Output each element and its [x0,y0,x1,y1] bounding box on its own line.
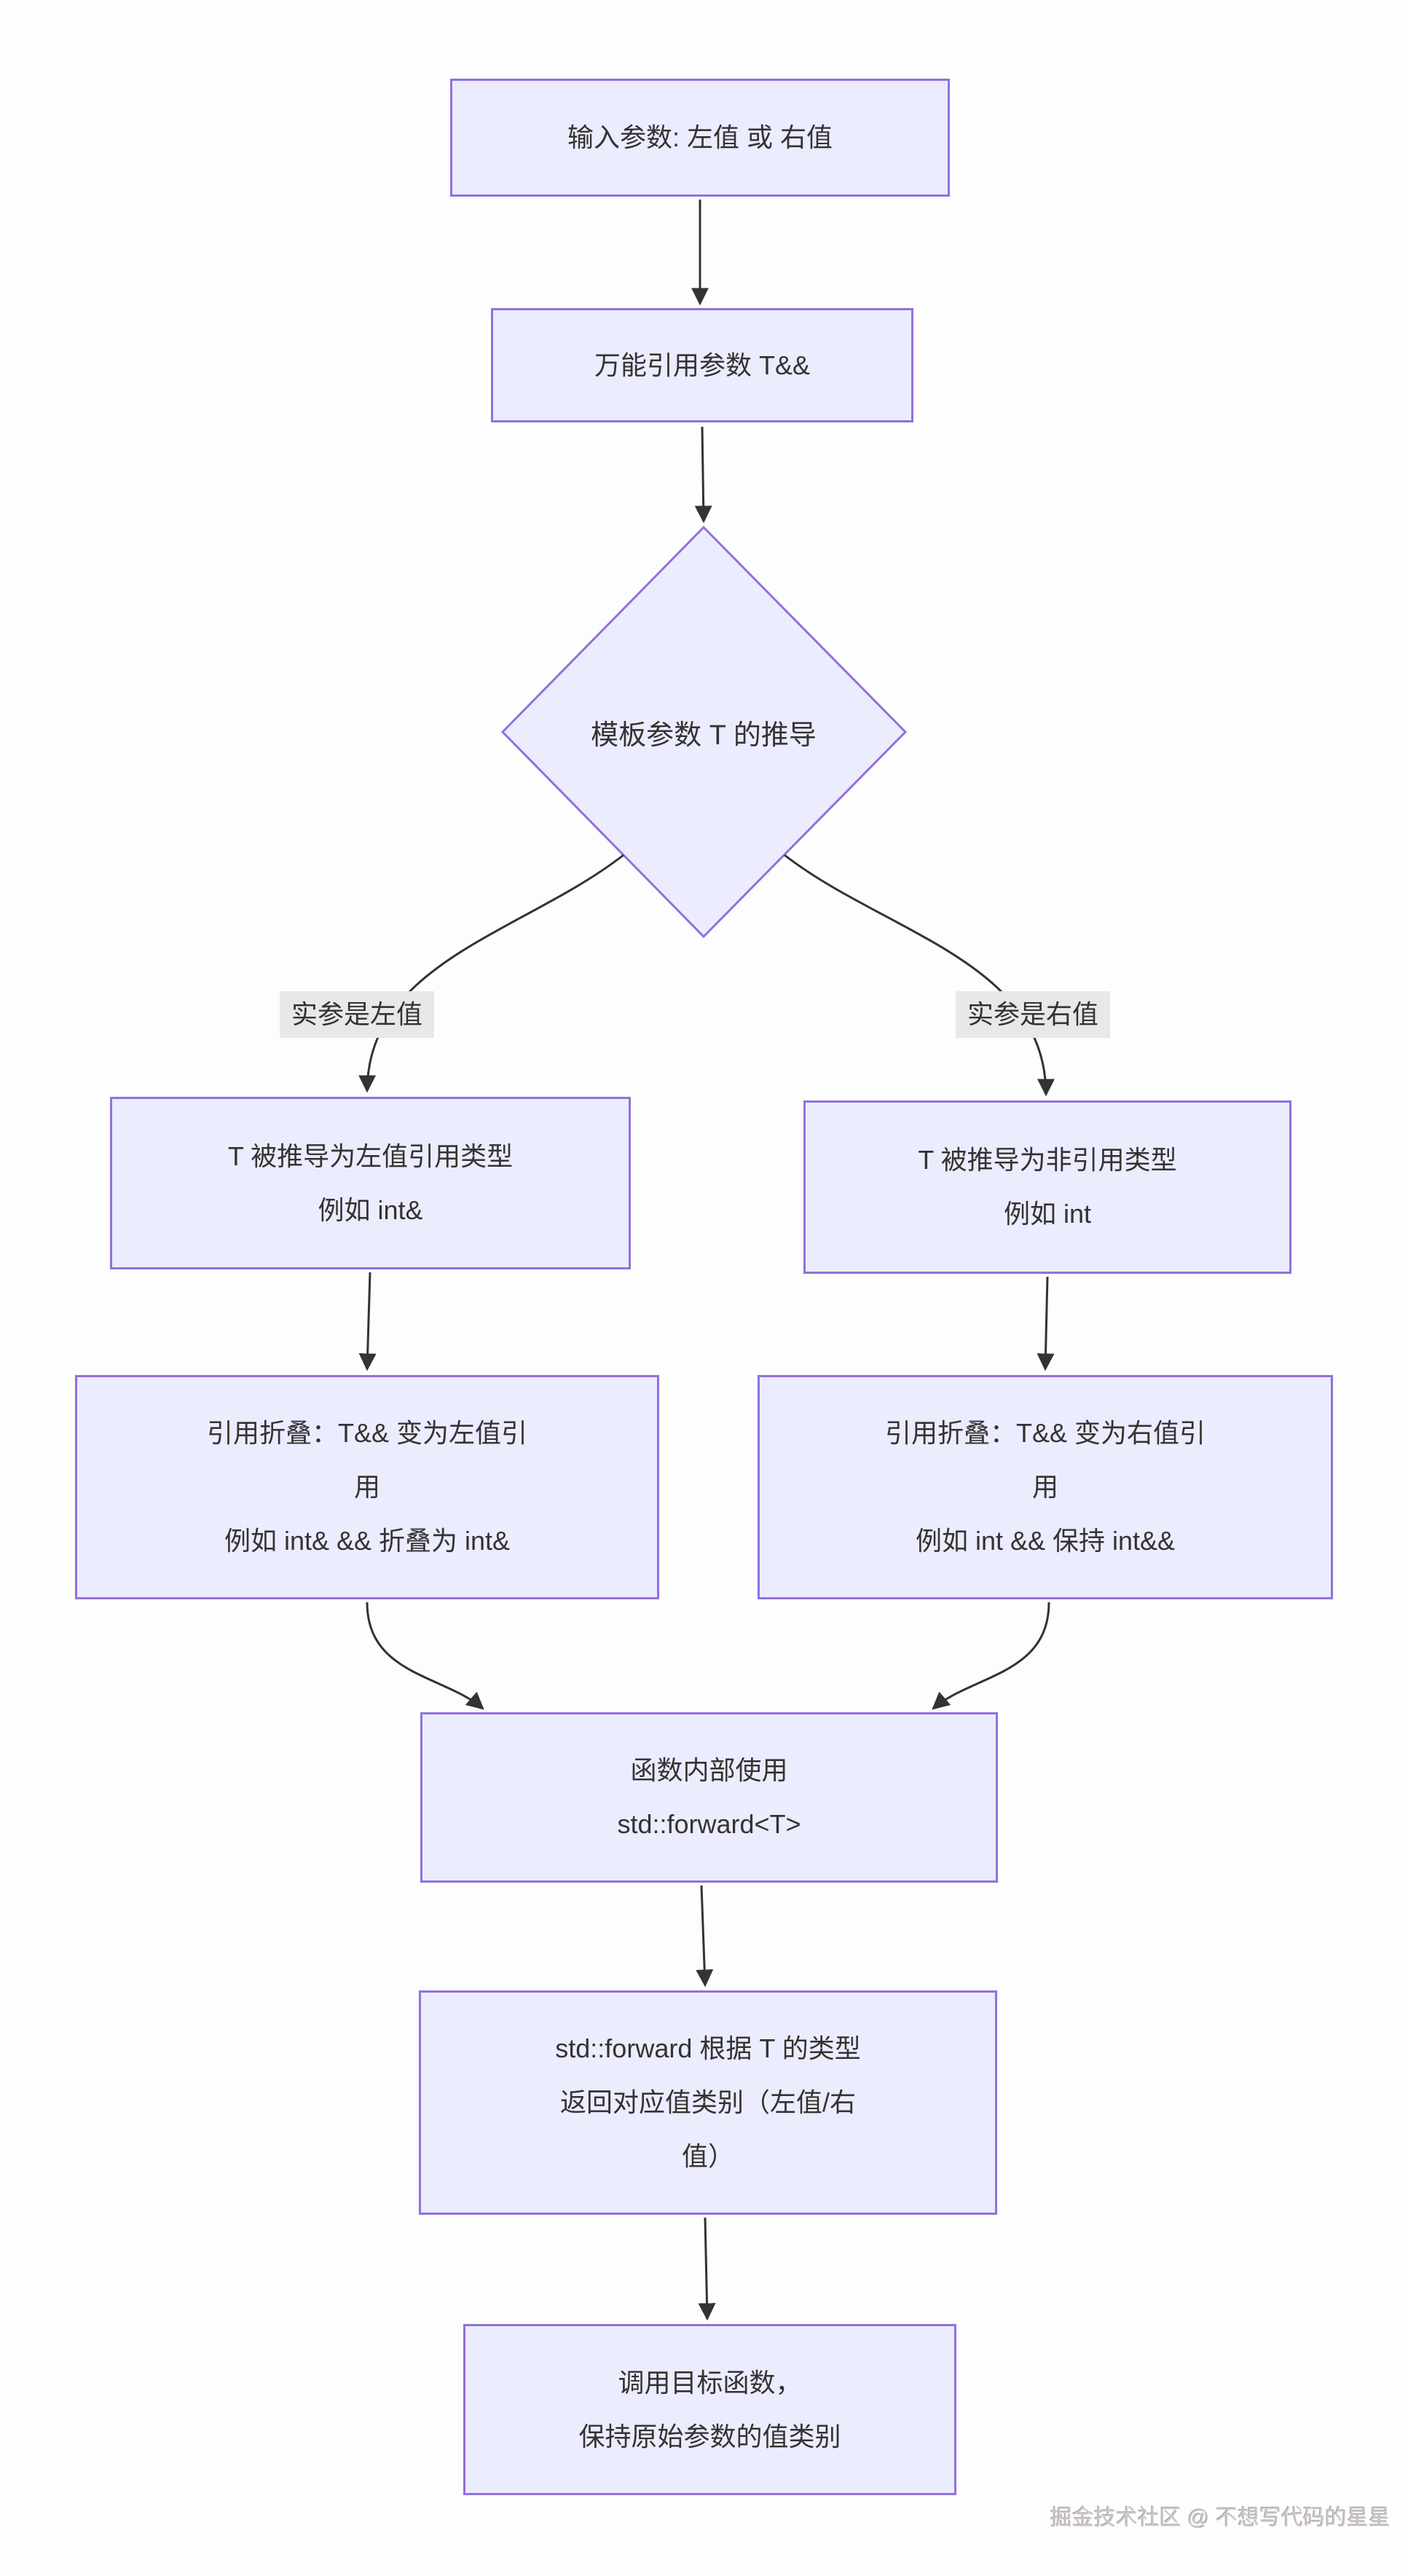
node-forward-use-line1: 函数内部使用 [630,1755,788,1785]
node-call-target-line2: 保持原始参数的值类别 [578,2421,841,2451]
node-rvalue-deduced: T 被推导为非引用类型 例如 int [803,1100,1291,1274]
node-forward-use: 函数内部使用 std::forward<T> [420,1712,998,1883]
node-lvalue-deduced: T 被推导为左值引用类型 例如 int& [110,1097,631,1269]
edge-collapse-right-to-forward [932,1602,1050,1710]
node-universal-ref-text: 万能引用参数 T&& [594,350,811,380]
node-collapse-right-line3: 例如 int && 保持 int&& [915,1526,1176,1556]
watermark-text: 掘金技术社区 @ 不想写代码的星星 [1050,2506,1391,2530]
edge-forward-to-return [696,1885,714,1988]
node-collapse-right: 引用折叠：T&& 变为右值引 用 例如 int && 保持 int&& [758,1375,1333,1599]
node-input-params-text: 输入参数: 左值 或 右值 [567,122,833,152]
decision-diamond-shape [500,525,908,939]
node-rvalue-deduced-line1: T 被推导为非引用类型 [918,1145,1177,1175]
node-input-params: 输入参数: 左值 或 右值 [450,79,950,197]
node-collapse-left-line1: 引用折叠：T&& 变为左值引 [206,1418,528,1448]
node-deduction-label: 模板参数 T 的推导 [591,720,817,751]
edge-label-arg-is-rvalue: 实参是右值 [956,991,1111,1038]
node-forward-return: std::forward 根据 T 的类型 返回对应值类别（左值/右 值） [419,1990,997,2215]
edge-label-arg-is-lvalue: 实参是左值 [280,991,435,1038]
edge-collapse-left-to-forward [366,1602,484,1710]
edge-return-to-call [698,2217,716,2321]
node-forward-use-line2: std::forward<T> [617,1809,801,1839]
node-forward-return-line3: 值） [681,2141,734,2171]
node-rvalue-deduced-line2: 例如 int [1003,1199,1092,1229]
node-lvalue-deduced-line2: 例如 int& [318,1194,423,1225]
node-collapse-left-line3: 例如 int& && 折叠为 int& [224,1526,511,1556]
node-forward-return-line2: 返回对应值类别（左值/右 [559,2087,856,2117]
node-universal-ref: 万能引用参数 T&& [491,308,913,422]
edge-universal-to-deduction [694,426,712,524]
edge-deduction-to-lvalue [358,854,624,1093]
node-collapse-left-line2: 用 [353,1472,380,1502]
node-call-target-line1: 调用目标函数， [618,2367,802,2398]
edge-lvalue-to-collapse-left [358,1272,377,1371]
node-collapse-right-line2: 用 [1031,1472,1058,1502]
node-collapse-left: 引用折叠：T&& 变为左值引 用 例如 int& && 折叠为 int& [75,1375,659,1599]
edge-rvalue-to-collapse-right [1037,1276,1055,1371]
edge-deduction-to-rvalue [784,854,1055,1097]
node-forward-return-line1: std::forward 根据 T 的类型 [555,2033,861,2063]
node-lvalue-deduced-line1: T 被推导为左值引用类型 [227,1141,514,1171]
node-collapse-right-line1: 引用折叠：T&& 变为右值引 [884,1418,1206,1448]
node-call-target: 调用目标函数， 保持原始参数的值类别 [463,2324,956,2495]
